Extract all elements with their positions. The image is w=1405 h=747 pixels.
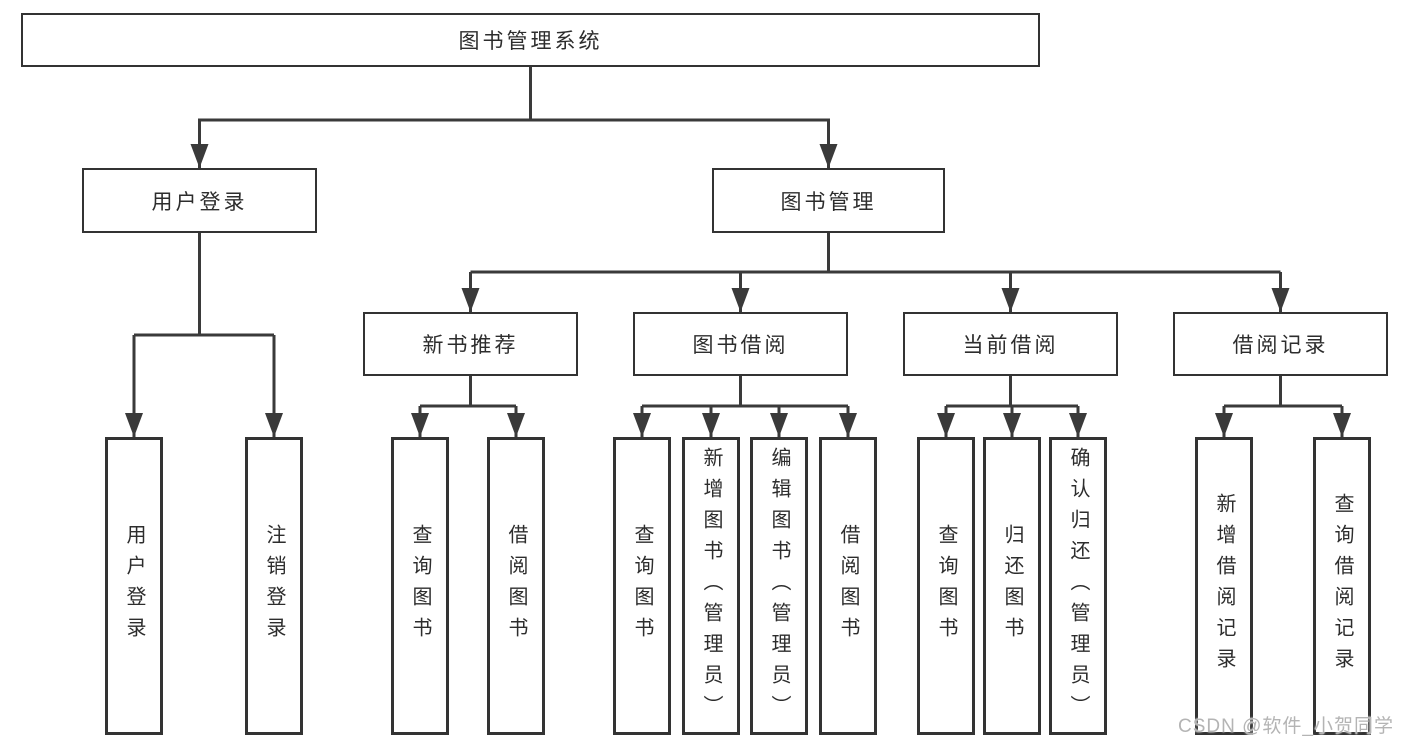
connector-book-management-to-sections xyxy=(461,233,1290,312)
node-library-management-system: 图书管理系统 xyxy=(21,13,1040,67)
node-book-management-branch: 图书管理 xyxy=(712,168,945,233)
node-new-book-recommend: 新书推荐 xyxy=(363,312,578,376)
leaf-user-login: 用户登录 xyxy=(105,437,163,735)
leaf-return-books: 归还图书 xyxy=(983,437,1041,735)
leaf-add-book-admin: 新增图书（管理员） xyxy=(682,437,740,735)
leaf-query-borrow-record: 查询借阅记录 xyxy=(1313,437,1371,735)
leaf-borrow-books-recommend: 借阅图书 xyxy=(487,437,545,735)
leaf-logout: 注销登录 xyxy=(245,437,303,735)
leaf-query-books-recommend: 查询图书 xyxy=(391,437,449,735)
node-borrow-records: 借阅记录 xyxy=(1173,312,1388,376)
connector-borrow-records-to-leaves xyxy=(1215,376,1351,437)
connector-current-borrowing-to-leaves xyxy=(937,376,1087,437)
leaf-query-books-borrowing: 查询图书 xyxy=(613,437,671,735)
connector-root-to-branches xyxy=(190,67,838,168)
connector-book-borrowing-to-leaves xyxy=(633,376,857,437)
connector-user-login-to-leaves xyxy=(125,232,283,437)
node-current-borrowing: 当前借阅 xyxy=(903,312,1118,376)
connector-new-book-recommend-to-leaves xyxy=(411,376,525,437)
leaf-edit-book-admin: 编辑图书（管理员） xyxy=(750,437,808,735)
node-user-login-branch: 用户登录 xyxy=(82,168,317,233)
watermark: CSDN @软件_小贺同学 xyxy=(1178,716,1394,737)
leaf-query-books-current: 查询图书 xyxy=(917,437,975,735)
leaf-borrow-books-borrowing: 借阅图书 xyxy=(819,437,877,735)
leaf-add-borrow-record: 新增借阅记录 xyxy=(1195,437,1253,735)
node-book-borrowing: 图书借阅 xyxy=(633,312,848,376)
leaf-confirm-return-admin: 确认归还（管理员） xyxy=(1049,437,1107,735)
